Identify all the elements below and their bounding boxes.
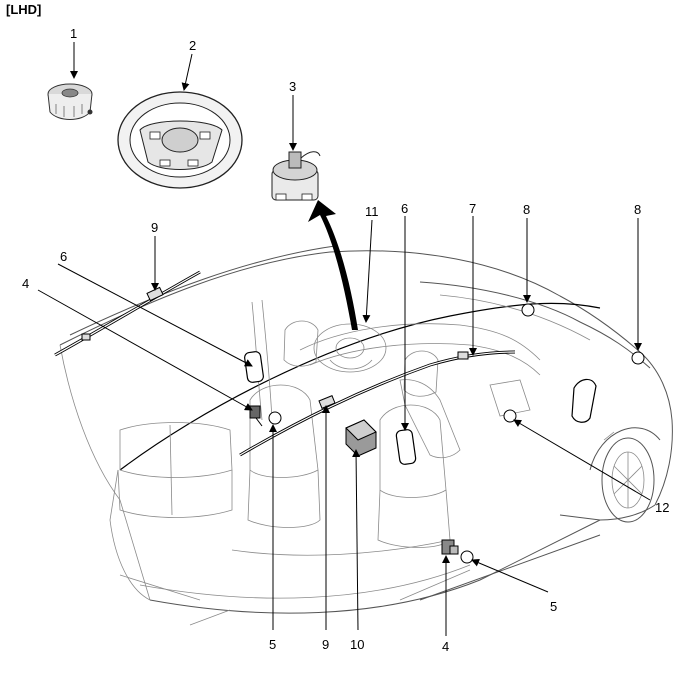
leader-lines (37, 42, 651, 636)
steering-wheel (117, 91, 243, 189)
callout-5-right: 5 (550, 599, 557, 614)
installation-arrow (308, 200, 358, 330)
curtain-airbag-left (54, 270, 201, 357)
clock-spring (271, 151, 321, 201)
sensor-location-circle-5b (460, 550, 474, 564)
side-impact-sensor-lower (441, 539, 459, 555)
callout-5-left: 5 (269, 637, 276, 652)
callout-12: 12 (655, 500, 669, 515)
side-airbag-rear (244, 351, 264, 383)
callout-10: 10 (350, 637, 364, 652)
sensor-location-circle-12 (503, 409, 517, 423)
callout-8-right: 8 (634, 202, 641, 217)
callout-4-lower: 4 (442, 639, 449, 654)
diagram-title: [LHD] (6, 2, 42, 17)
callout-9-lower: 9 (322, 637, 329, 652)
callout-1: 1 (70, 26, 77, 41)
side-airbag-front (395, 429, 417, 465)
srs-control-module (345, 419, 377, 457)
callout-4-upper: 4 (22, 276, 29, 291)
callout-9-upper: 9 (151, 220, 158, 235)
side-impact-sensor-upper (249, 405, 263, 427)
callout-11: 11 (365, 204, 379, 219)
callout-8-left: 8 (523, 202, 530, 217)
sensor-location-circle-8a (521, 303, 535, 317)
callout-7: 7 (469, 201, 476, 216)
sensor-location-circle-8b (631, 351, 645, 365)
callout-6-right: 6 (401, 201, 408, 216)
curtain-airbag-right (239, 350, 516, 457)
callout-labels: 1 2 3 4 4 5 5 6 6 7 8 8 9 9 10 11 12 (22, 26, 669, 654)
sensor-location-circle-5a (268, 411, 282, 425)
callout-2: 2 (189, 38, 196, 53)
callout-3: 3 (289, 79, 296, 94)
driver-airbag-module (47, 83, 93, 120)
callout-6-left: 6 (60, 249, 67, 264)
